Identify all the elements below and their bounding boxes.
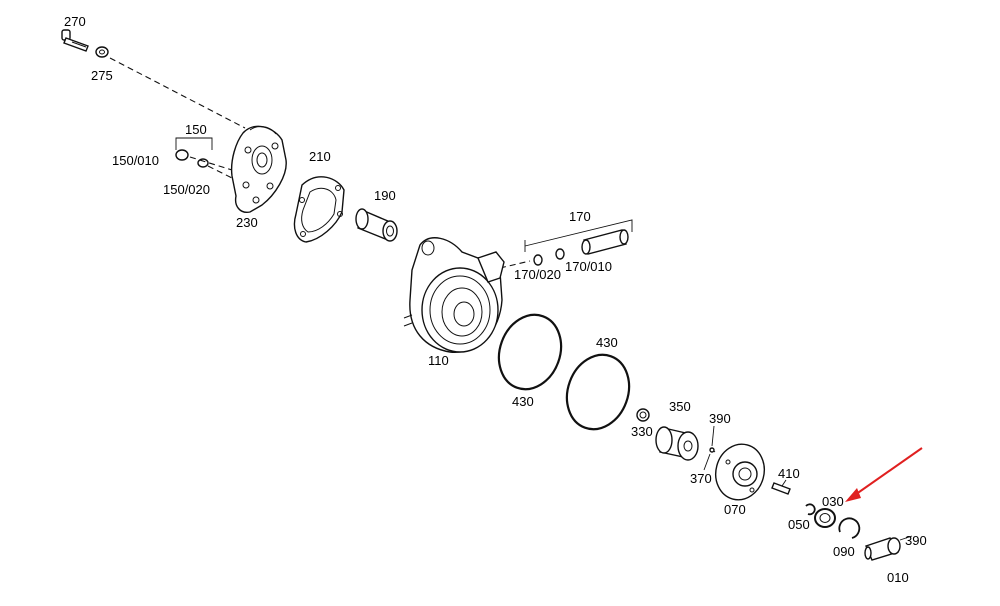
leader-410 <box>781 479 787 487</box>
label-170: 170 <box>569 209 591 224</box>
label-050: 050 <box>788 517 810 532</box>
part-330-plug <box>636 408 650 422</box>
label-270: 270 <box>64 14 86 29</box>
label-330: 330 <box>631 424 653 439</box>
label-070: 070 <box>724 502 746 517</box>
part-270-bolt <box>61 29 89 52</box>
leader-390-a <box>711 425 715 447</box>
label-390-b: 390 <box>905 533 927 548</box>
label-430-b: 430 <box>512 394 534 409</box>
label-170-010: 170/010 <box>565 259 612 274</box>
label-410: 410 <box>778 466 800 481</box>
label-010: 010 <box>887 570 909 585</box>
label-390-a: 390 <box>709 411 731 426</box>
label-430-a: 430 <box>596 335 618 350</box>
label-210: 210 <box>309 149 331 164</box>
part-430-oring-b <box>565 353 631 431</box>
part-110-housing <box>403 237 505 353</box>
label-275: 275 <box>91 68 113 83</box>
part-170-group <box>499 219 633 269</box>
part-275-washer <box>95 46 109 58</box>
label-190: 190 <box>374 188 396 203</box>
part-050-snapring <box>805 503 816 516</box>
part-090-circlip <box>838 517 861 539</box>
label-090: 090 <box>833 544 855 559</box>
part-430-oring-a <box>497 313 563 391</box>
part-350-rotor <box>655 426 699 461</box>
part-010-shaft <box>864 535 913 561</box>
label-350: 350 <box>669 399 691 414</box>
label-030: 030 <box>822 494 844 509</box>
part-150-group <box>175 137 233 179</box>
assembly-line-270 <box>109 57 246 129</box>
part-190-sleeve <box>355 208 398 242</box>
part-410-screw <box>771 482 791 495</box>
part-070-flange <box>715 443 765 501</box>
part-370-pin <box>709 447 716 453</box>
part-030-bearing <box>814 508 836 528</box>
label-230: 230 <box>236 215 258 230</box>
label-150-010: 150/010 <box>112 153 159 168</box>
leader-370 <box>703 453 711 471</box>
label-110: 110 <box>428 353 449 368</box>
highlight-arrow <box>845 447 923 502</box>
label-370: 370 <box>690 471 712 486</box>
label-150: 150 <box>185 122 207 137</box>
label-170-020: 170/020 <box>514 267 561 282</box>
part-230-cover <box>230 125 287 213</box>
label-150-020: 150/020 <box>163 182 210 197</box>
part-210-gasket <box>293 176 345 243</box>
